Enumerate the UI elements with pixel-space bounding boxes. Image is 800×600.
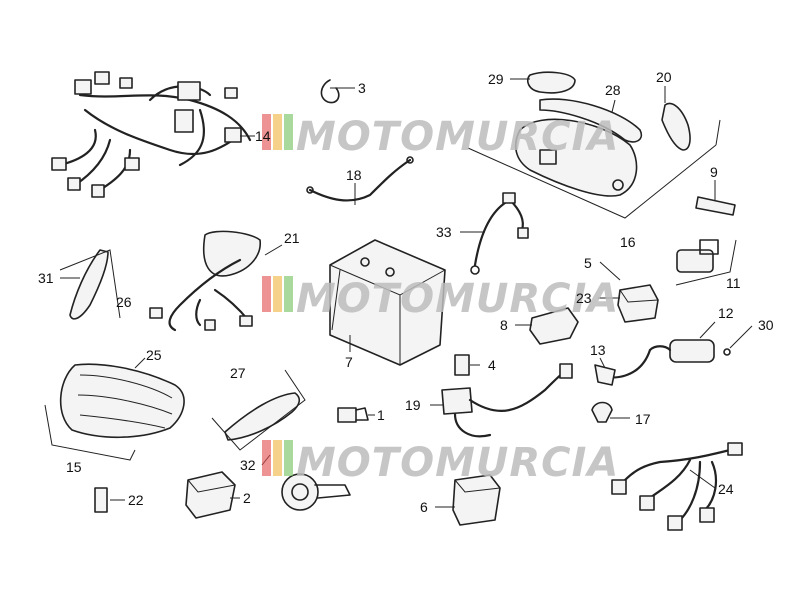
front-indicator-lens[interactable] — [69, 249, 109, 320]
callout-19: 19 — [405, 397, 421, 413]
callout-24: 24 — [718, 481, 734, 497]
callout-3: 3 — [358, 80, 366, 96]
watermark-middle: MOTOMURCIA — [262, 276, 619, 322]
fuse[interactable] — [454, 354, 470, 376]
fuse-holder-cable[interactable] — [441, 363, 573, 438]
callout-1: 1 — [377, 407, 385, 423]
callout-18: 18 — [346, 167, 362, 183]
callout-33: 33 — [436, 224, 452, 240]
callout-7: 7 — [345, 354, 353, 370]
wire-lead[interactable] — [306, 156, 414, 202]
main-wiring-harness[interactable] — [51, 71, 252, 198]
flasher-relay[interactable] — [185, 471, 236, 519]
callout-5: 5 — [584, 255, 592, 271]
relay-box[interactable] — [452, 474, 501, 526]
callout-15: 15 — [66, 459, 82, 475]
callout-2: 2 — [243, 490, 251, 506]
callout-26: 26 — [116, 294, 132, 310]
watermark-bottom: MOTOMURCIA — [262, 440, 619, 486]
callout-4: 4 — [488, 357, 496, 373]
callout-32: 32 — [240, 457, 256, 473]
callout-21: 21 — [284, 230, 300, 246]
callout-25: 25 — [146, 347, 162, 363]
battery-cable[interactable] — [470, 192, 529, 275]
voltage-regulator[interactable] — [529, 307, 579, 345]
watermark-text: MOTOMURCIA — [296, 276, 619, 322]
battery[interactable] — [329, 239, 446, 366]
callout-22: 22 — [128, 492, 144, 508]
callout-12: 12 — [718, 305, 734, 321]
bracket[interactable] — [695, 196, 736, 216]
indicator-bulb[interactable] — [337, 407, 369, 423]
callout-20: 20 — [656, 69, 672, 85]
callout-30: 30 — [758, 317, 774, 333]
tail-harness[interactable] — [611, 442, 743, 531]
watermark-top: MOTOMURCIA — [262, 114, 619, 160]
relay-assembly[interactable] — [617, 284, 659, 323]
side-indicator-lens[interactable] — [224, 392, 301, 441]
fairing-cover[interactable] — [661, 102, 691, 151]
callout-23: 23 — [576, 290, 592, 306]
headlight-harness[interactable] — [149, 230, 261, 332]
ignition-coil[interactable] — [598, 339, 731, 379]
watermark-text: MOTOMURCIA — [296, 440, 619, 486]
tail-lamp[interactable] — [59, 363, 185, 439]
leader-lines — [60, 78, 753, 508]
callout-17: 17 — [635, 411, 651, 427]
switch-unit[interactable] — [676, 239, 719, 273]
callout-labels: 3 14 29 28 20 9 18 16 33 21 31 26 5 11 2… — [38, 69, 774, 515]
callout-6: 6 — [420, 499, 428, 515]
cable-clip[interactable] — [320, 79, 340, 104]
callout-27: 27 — [230, 365, 246, 381]
watermark-group: MOTOMURCIA MOTOMURCIA MOTOMURCIA — [262, 114, 619, 486]
watermark-text: MOTOMURCIA — [296, 114, 619, 160]
callout-8: 8 — [500, 317, 508, 333]
callout-13: 13 — [590, 342, 606, 358]
callout-11: 11 — [726, 275, 741, 291]
instrument-cluster[interactable] — [514, 71, 643, 197]
callout-16: 16 — [620, 234, 636, 250]
callout-29: 29 — [488, 71, 504, 87]
callout-31: 31 — [38, 270, 54, 286]
callout-14: 14 — [255, 128, 271, 144]
callout-28: 28 — [605, 82, 621, 98]
spark-plug-cap[interactable] — [591, 364, 616, 423]
callout-9: 9 — [710, 164, 718, 180]
small-connector[interactable] — [94, 487, 108, 513]
horn[interactable] — [281, 473, 351, 511]
